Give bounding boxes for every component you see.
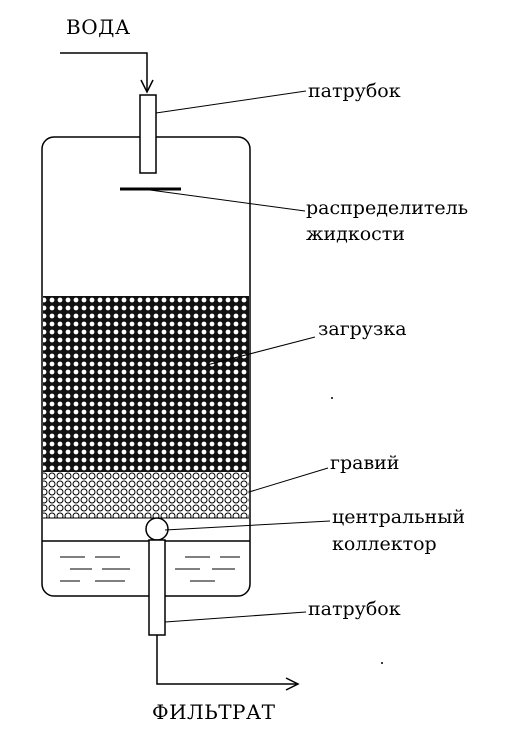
label-media: загрузка: [318, 318, 407, 340]
leader-collector: [164, 520, 331, 531]
label-collector-line2: коллектор: [332, 533, 437, 555]
label-collector-line1: центральный: [332, 506, 465, 528]
leader-outlet-pipe: [164, 611, 307, 623]
speck: [331, 397, 333, 399]
label-inlet-pipe: патрубок: [308, 80, 401, 102]
outlet-pipe: [148, 539, 166, 636]
label-distributor-line2: жидкости: [306, 223, 405, 245]
leader-distributor: [149, 189, 306, 212]
inlet-pipe: [139, 94, 157, 174]
leader-gravel: [248, 467, 329, 493]
label-gravel: гравий: [330, 452, 400, 474]
label-filtrate: ФИЛЬТРАТ: [152, 700, 276, 724]
label-distributor-line1: распределитель: [306, 197, 469, 219]
central-collector: [145, 517, 169, 541]
label-water: ВОДА: [66, 15, 131, 39]
outlet-arrow-icon: [285, 677, 300, 691]
leader-inlet-pipe: [155, 90, 307, 114]
leader-media: [206, 336, 316, 366]
inlet-arrow-icon: [140, 79, 154, 94]
speck: [381, 662, 383, 664]
outlet-flow-line: [156, 635, 297, 685]
gravel-layer: [43, 472, 249, 518]
filter-media-layer: [43, 296, 249, 472]
label-outlet-pipe: патрубок: [308, 598, 401, 620]
inlet-flow-line: [60, 52, 148, 90]
water-ripples: [60, 556, 240, 582]
